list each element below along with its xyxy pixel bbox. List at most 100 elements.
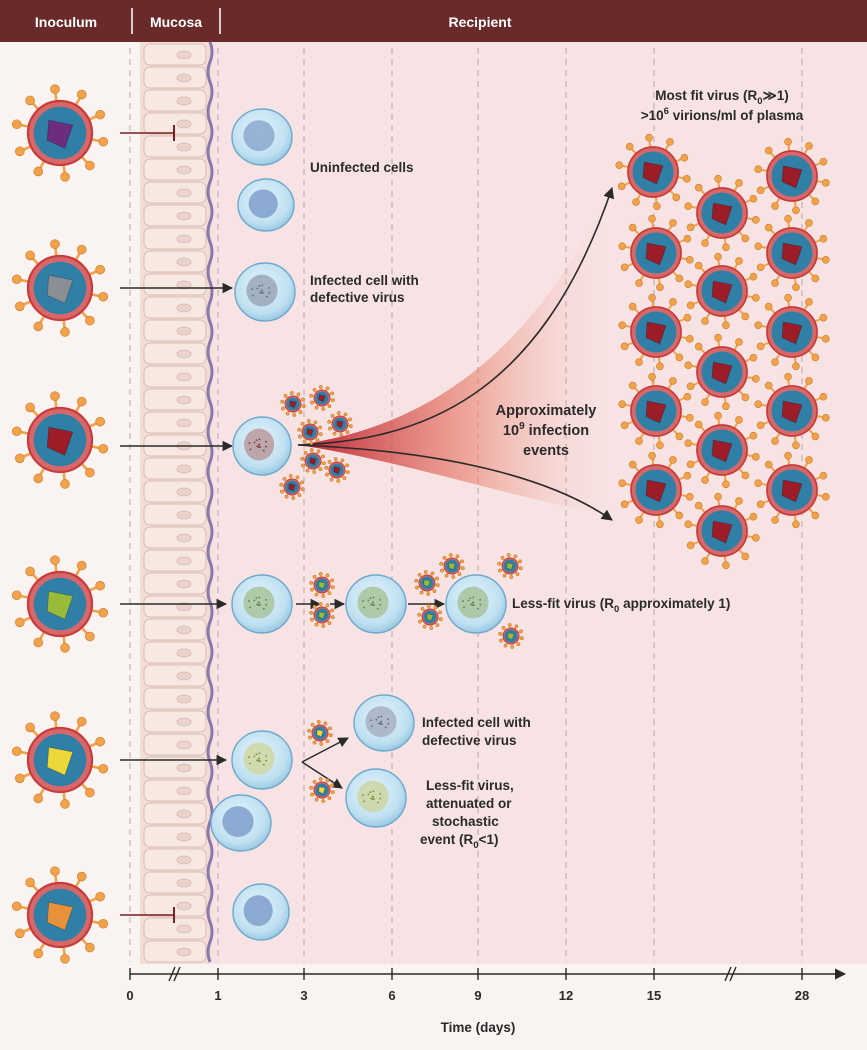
spike-head bbox=[749, 272, 758, 281]
spike-head bbox=[325, 472, 329, 477]
spike-head bbox=[318, 572, 323, 576]
spike-head bbox=[309, 580, 314, 585]
mucosa-epithelium bbox=[140, 41, 214, 964]
spike-head bbox=[11, 901, 22, 912]
spike-head bbox=[85, 787, 95, 798]
label-defective-virus-2a: Infected cell with bbox=[422, 715, 531, 730]
spike-head bbox=[342, 476, 347, 481]
spike-head bbox=[628, 223, 637, 232]
speckle bbox=[256, 759, 259, 762]
spike-head bbox=[442, 555, 447, 560]
spike-head bbox=[321, 461, 326, 466]
label-burst-3: events bbox=[523, 443, 569, 459]
spike-head bbox=[498, 568, 502, 573]
speckle bbox=[370, 797, 373, 800]
spike-head bbox=[822, 335, 830, 343]
speckle bbox=[259, 760, 261, 762]
spike-head bbox=[686, 256, 694, 264]
inoculum-virions bbox=[11, 84, 109, 964]
spike-head bbox=[288, 474, 293, 478]
spike-head bbox=[339, 433, 344, 437]
spike-head bbox=[25, 95, 35, 106]
spike-head bbox=[500, 555, 505, 560]
spike-head bbox=[756, 186, 765, 195]
spike-head bbox=[513, 554, 518, 559]
epithelial-cell bbox=[143, 779, 207, 802]
spike-head bbox=[741, 234, 750, 243]
inoculum-virion bbox=[11, 239, 109, 337]
spike-head bbox=[811, 353, 820, 362]
spike-head bbox=[25, 402, 35, 413]
spike-head bbox=[684, 361, 692, 369]
epithelial-nucleus bbox=[176, 602, 192, 612]
core bbox=[318, 581, 326, 590]
epithelial-cell bbox=[143, 802, 207, 825]
core bbox=[781, 321, 803, 345]
small-virions bbox=[279, 385, 524, 803]
spike-head bbox=[418, 619, 422, 624]
spike-head bbox=[764, 381, 773, 390]
spike-head bbox=[348, 424, 353, 429]
speckle bbox=[259, 291, 262, 294]
spike-head bbox=[749, 353, 758, 362]
epithelial-nucleus bbox=[176, 280, 192, 290]
speckle bbox=[369, 597, 372, 599]
large-virion-fit bbox=[754, 137, 830, 215]
spike-head bbox=[85, 467, 95, 478]
spike-head bbox=[85, 631, 95, 642]
spike-head bbox=[298, 434, 302, 439]
cell-nucleus bbox=[248, 189, 278, 218]
speckle bbox=[249, 606, 251, 609]
spike-head bbox=[735, 416, 743, 424]
spike-head bbox=[764, 302, 773, 311]
large-virion-fit bbox=[754, 372, 830, 450]
speckle bbox=[463, 606, 465, 609]
epithelial-nucleus bbox=[176, 579, 192, 589]
epithelial-cell bbox=[143, 319, 207, 342]
speckle bbox=[261, 284, 264, 287]
large-virion-fit bbox=[615, 133, 691, 211]
spike-head bbox=[819, 234, 828, 243]
spike-head bbox=[771, 516, 779, 524]
spike-head bbox=[683, 392, 692, 401]
spike-head bbox=[325, 386, 330, 391]
large-virion-fit bbox=[684, 174, 760, 252]
spike-head bbox=[819, 157, 828, 166]
core bbox=[316, 729, 324, 738]
epithelial-cell bbox=[143, 825, 207, 848]
spike-head bbox=[628, 302, 637, 311]
speckle bbox=[258, 443, 260, 446]
spike-head bbox=[509, 575, 514, 579]
speckle bbox=[256, 287, 259, 290]
speckle bbox=[379, 723, 382, 725]
spike-head bbox=[694, 420, 703, 429]
uninfected-cell bbox=[237, 178, 295, 232]
inoculum-virion bbox=[11, 391, 109, 489]
spike-head bbox=[330, 608, 334, 613]
arrow bbox=[301, 737, 349, 763]
speckle bbox=[258, 438, 261, 441]
spike-head bbox=[309, 448, 314, 452]
epithelial-nucleus bbox=[176, 303, 192, 313]
epithelial-nucleus bbox=[176, 119, 192, 129]
epithelial-cell bbox=[143, 733, 207, 756]
spike-head bbox=[314, 592, 319, 597]
spike-head bbox=[76, 89, 87, 100]
spike-head bbox=[330, 578, 334, 583]
spike-head bbox=[648, 293, 656, 302]
cell-nucleus bbox=[243, 895, 273, 926]
spike-head bbox=[756, 421, 765, 430]
spike-head bbox=[444, 573, 449, 578]
spike-head bbox=[417, 612, 422, 617]
spike-head bbox=[11, 274, 22, 285]
speckle bbox=[375, 718, 378, 721]
large-virion-fit bbox=[684, 252, 760, 330]
speckle bbox=[472, 596, 475, 599]
speckle bbox=[376, 607, 379, 610]
large-virion-fit bbox=[684, 492, 760, 570]
axis-tick-label: 12 bbox=[559, 988, 573, 1003]
header-mucosa: Mucosa bbox=[150, 14, 202, 30]
arrow bbox=[301, 761, 343, 789]
core bbox=[288, 483, 296, 492]
speckle bbox=[257, 604, 260, 607]
